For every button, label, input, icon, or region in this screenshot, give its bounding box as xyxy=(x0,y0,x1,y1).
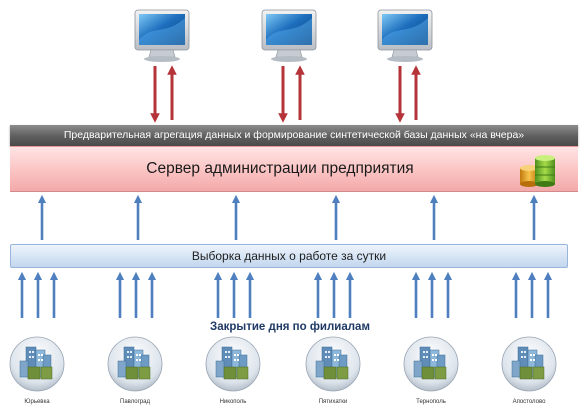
branch-feed-arrows xyxy=(17,271,553,318)
monitor-icon xyxy=(261,9,317,63)
buildings-icon xyxy=(9,336,65,392)
buildings-icon xyxy=(305,336,361,392)
workstation-arrows-3 xyxy=(395,65,421,123)
branch-1: Юрьевка xyxy=(9,336,65,405)
daily-selection-band: Выборка данных о работе за сутки xyxy=(10,244,568,268)
branch-label: Павлоград xyxy=(120,399,150,405)
workstation-monitor-3 xyxy=(377,9,433,63)
branch-closing-caption: Закрытие дня по филиалам xyxy=(210,321,370,333)
branch-5: Тернополь xyxy=(403,336,459,405)
branch-4: Пятихатки xyxy=(305,336,361,405)
workstation-monitor-2 xyxy=(261,9,317,63)
branch-label: Апостолово xyxy=(513,399,546,405)
buildings-icon xyxy=(107,336,163,392)
buildings-icon xyxy=(501,336,557,392)
server-feed-arrows xyxy=(37,194,539,240)
monitor-icon xyxy=(377,9,433,63)
branch-label: Пятихатки xyxy=(319,399,348,405)
branch-label: Никополь xyxy=(220,399,247,405)
buildings-icon xyxy=(403,336,459,392)
buildings-icon xyxy=(205,336,261,392)
database-icon xyxy=(520,155,555,187)
branch-3: Никополь xyxy=(205,336,261,405)
workstation-arrows-1 xyxy=(150,65,177,123)
branch-label: Тернополь xyxy=(416,399,446,405)
monitor-icon xyxy=(134,9,190,63)
server-band: Сервер администрации предприятия xyxy=(10,146,578,192)
branch-label: Юрьевка xyxy=(24,399,50,405)
server-title: Сервер администрации предприятия xyxy=(146,160,414,177)
branch-2: Павлоград xyxy=(107,336,163,405)
aggregation-band: Предварительная агрегация данных и форми… xyxy=(10,125,578,146)
workstation-monitor-1 xyxy=(134,9,190,63)
workstation-arrows-2 xyxy=(278,65,305,123)
branch-6: Апостолово xyxy=(501,336,557,405)
